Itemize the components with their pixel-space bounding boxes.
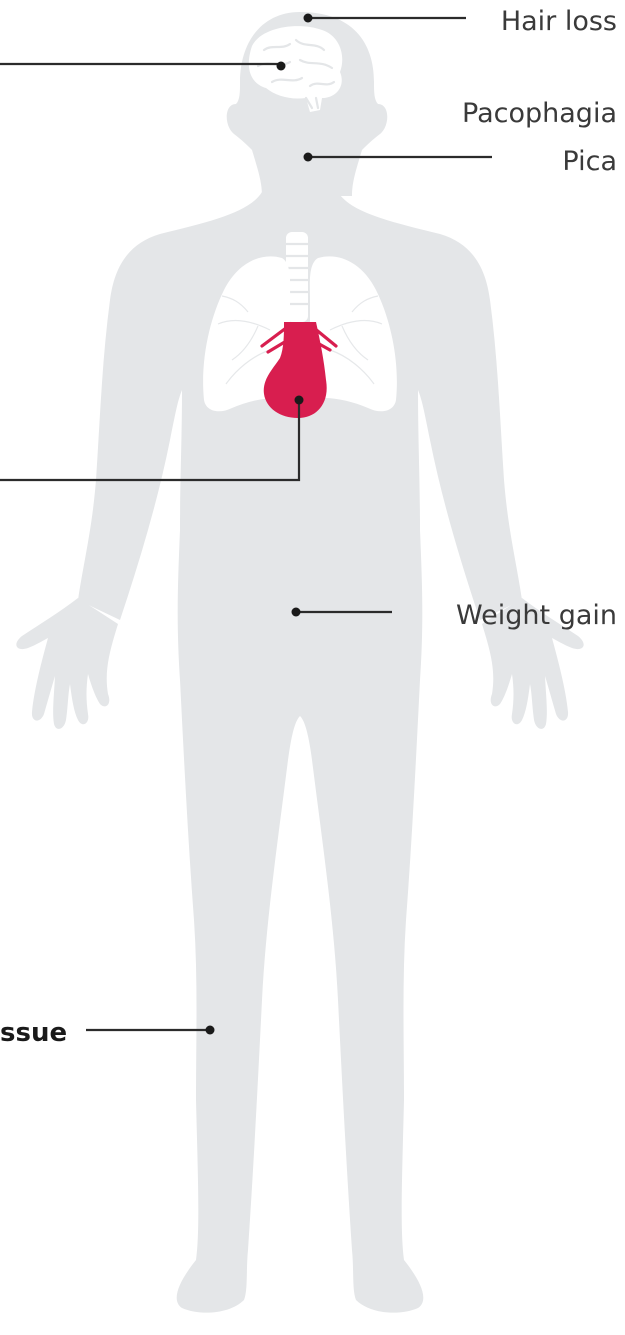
hair-loss-dot	[304, 14, 313, 23]
brain-dot	[277, 62, 286, 71]
body-silhouette	[16, 12, 583, 1313]
abdomen-dot	[292, 608, 301, 617]
label-tissue-fragment: ssue	[0, 1018, 67, 1048]
label-pica: Pica	[562, 146, 617, 177]
label-hair-loss: Hair loss	[501, 6, 617, 37]
throat-dot	[304, 153, 313, 162]
label-weight-gain: Weight gain	[456, 600, 617, 631]
heart-dot	[295, 396, 304, 405]
thigh-dot	[206, 1026, 215, 1035]
left-hand-shape	[16, 598, 118, 729]
label-pacophagia: Pacophagia	[462, 98, 617, 129]
